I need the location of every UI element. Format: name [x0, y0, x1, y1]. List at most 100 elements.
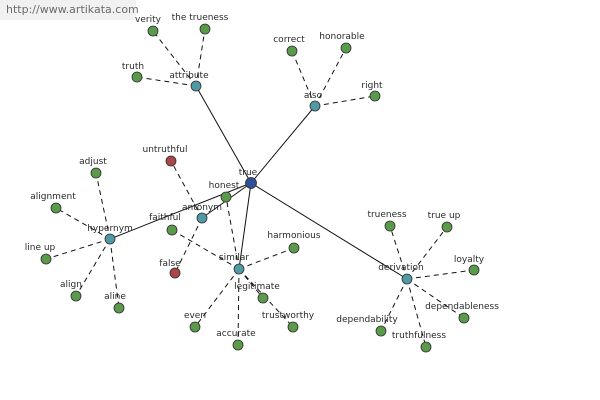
edge-similar-legitimate: [238, 268, 264, 299]
node-label-harmonious: harmonious: [267, 231, 320, 241]
related-node-adjust[interactable]: [90, 167, 102, 179]
node-label-untruthful: untruthful: [143, 145, 188, 155]
edge-similar-faithful: [171, 229, 240, 270]
related-node-align[interactable]: [70, 290, 82, 302]
node-label-the-trueness: the trueness: [172, 13, 229, 23]
edge-true-derivation: [250, 182, 408, 280]
node-label-faithful: faithful: [149, 213, 181, 223]
node-label-adjust: adjust: [79, 157, 107, 167]
related-node-honorable[interactable]: [340, 42, 352, 54]
related-node-the-trueness[interactable]: [199, 23, 211, 35]
related-node-line-up[interactable]: [40, 253, 52, 265]
edge-true-similar: [238, 182, 252, 270]
related-node-verity[interactable]: [147, 25, 159, 37]
edge-similar-even: [194, 268, 240, 328]
edge-similar-accurate: [237, 268, 240, 346]
node-label-hypernym: hypernym: [87, 224, 133, 234]
related-node-even[interactable]: [189, 321, 201, 333]
node-label-loyalty: loyalty: [454, 255, 485, 265]
related-node-correct[interactable]: [286, 45, 298, 57]
edge-attribute-the-trueness: [195, 28, 206, 87]
related-node-truthfulness[interactable]: [420, 341, 432, 353]
category-node-hypernym[interactable]: [104, 233, 116, 245]
edge-similar-harmonious: [238, 247, 295, 270]
labels: verity the trueness truth correct honorable r…: [25, 13, 499, 341]
edge-also-right: [314, 95, 376, 107]
edge-hypernym-adjust: [95, 172, 111, 240]
category-node-antonym[interactable]: [196, 212, 208, 224]
opposite-node-false[interactable]: [169, 267, 181, 279]
edge-attribute-truth: [136, 76, 197, 87]
node-label-align: align: [60, 280, 82, 290]
node-label-correct: correct: [273, 35, 305, 45]
node-label-trustworthy: trustworthy: [262, 311, 315, 321]
node-label-honest: honest: [209, 181, 240, 191]
node-label-similar: similar: [219, 253, 249, 263]
related-node-accurate[interactable]: [232, 339, 244, 351]
related-node-trueness[interactable]: [384, 220, 396, 232]
watermark-url: http://www.artikata.com: [0, 0, 139, 20]
edge-attribute-verity: [152, 30, 197, 87]
node-label-derivation: derivation: [378, 263, 424, 273]
edge-also-honorable: [314, 47, 347, 107]
edge-derivation-trueness: [389, 225, 408, 280]
node-label-honorable: honorable: [319, 32, 365, 42]
category-node-derivation[interactable]: [401, 273, 413, 285]
related-node-right[interactable]: [369, 90, 381, 102]
node-label-truthfulness: truthfulness: [392, 331, 446, 341]
category-node-similar[interactable]: [233, 263, 245, 275]
node-label-false: false: [159, 259, 181, 269]
category-node-attribute[interactable]: [190, 80, 202, 92]
related-node-trustworthy[interactable]: [287, 321, 299, 333]
node-label-dependableness: dependableness: [425, 302, 499, 312]
node-label-legitimate: legitimate: [234, 282, 280, 292]
center-node-true[interactable]: [245, 177, 257, 189]
edge-derivation-dependableness: [406, 278, 465, 319]
category-node-also[interactable]: [309, 100, 321, 112]
node-label-truth: truth: [122, 62, 144, 72]
edge-derivation-loyalty: [406, 269, 475, 280]
related-node-dependableness[interactable]: [458, 312, 470, 324]
edges: [45, 28, 475, 348]
related-node-loyalty[interactable]: [468, 264, 480, 276]
edge-hypernym-line-up: [45, 238, 111, 260]
edge-hypernym-align: [75, 238, 111, 297]
related-node-honest[interactable]: [220, 191, 232, 203]
edge-antonym-untruthful: [170, 160, 203, 219]
related-node-true-up[interactable]: [441, 221, 453, 233]
edge-hypernym-alignment: [55, 207, 111, 240]
node-label-line-up: line up: [25, 243, 56, 253]
node-label-even: even: [184, 311, 206, 321]
related-node-truth[interactable]: [131, 71, 143, 83]
node-label-verity: verity: [135, 15, 162, 25]
edge-similar-honest: [225, 196, 240, 270]
edge-derivation-true-up: [406, 226, 448, 280]
node-label-right: right: [361, 81, 383, 91]
node-label-true-up: true up: [428, 211, 461, 221]
related-node-harmonious[interactable]: [288, 242, 300, 254]
related-node-alignment[interactable]: [50, 202, 62, 214]
node-label-alignment: alignment: [30, 192, 76, 202]
related-node-dependability[interactable]: [375, 325, 387, 337]
edge-derivation-dependability: [380, 278, 408, 332]
edge-antonym-false: [174, 217, 203, 274]
node-label-accurate: accurate: [216, 329, 256, 339]
opposite-node-untruthful[interactable]: [165, 155, 177, 167]
related-node-faithful[interactable]: [166, 224, 178, 236]
node-label-also: also: [304, 91, 323, 101]
related-node-aline[interactable]: [113, 302, 125, 314]
edge-true-also: [250, 105, 316, 184]
related-node-legitimate[interactable]: [257, 292, 269, 304]
node-label-dependability: dependability: [336, 315, 398, 325]
node-label-true: true: [239, 168, 258, 178]
edge-also-correct: [291, 50, 316, 107]
edge-true-attribute: [195, 85, 252, 184]
edge-hypernym-aline: [109, 238, 120, 309]
node-label-trueness: trueness: [367, 210, 406, 220]
node-label-attribute: attribute: [169, 71, 209, 81]
edge-derivation-truthfulness: [406, 278, 427, 348]
nodes: [40, 23, 480, 353]
node-label-aline: aline: [104, 292, 126, 302]
node-label-antonym: antonym: [182, 203, 222, 213]
